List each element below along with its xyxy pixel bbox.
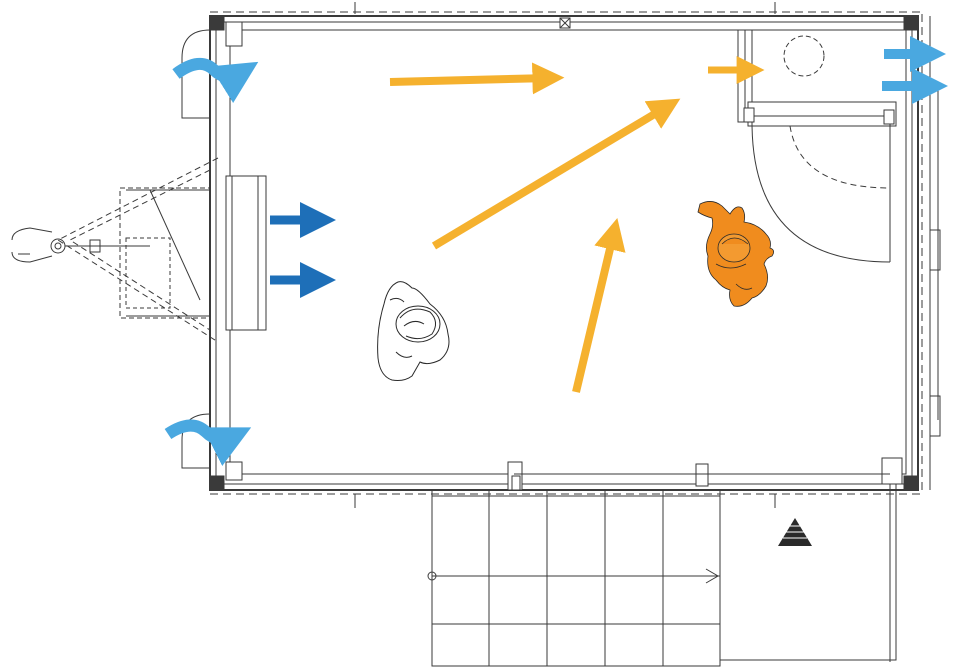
person-top-view-highlight-icon: [697, 201, 774, 307]
triangle-icon: [778, 518, 812, 546]
airflow-arrow-top: [172, 58, 259, 104]
door-swing: [737, 29, 897, 263]
airflow-out-arrows: [882, 36, 948, 105]
container-walls: [181, 2, 941, 508]
movement-arrow-diagonal: [431, 98, 681, 250]
stairs: [427, 470, 897, 667]
person-top-view-icon: [377, 281, 450, 381]
movement-arrows: [389, 56, 765, 393]
airflow-in-arrows: [164, 58, 259, 467]
movement-arrow-top: [389, 62, 565, 95]
duct-airflow-arrows: [270, 202, 336, 298]
movement-arrow-up: [572, 217, 626, 393]
airflow-arrow-bottom: [164, 419, 252, 467]
trailer-hitch: [11, 157, 219, 343]
